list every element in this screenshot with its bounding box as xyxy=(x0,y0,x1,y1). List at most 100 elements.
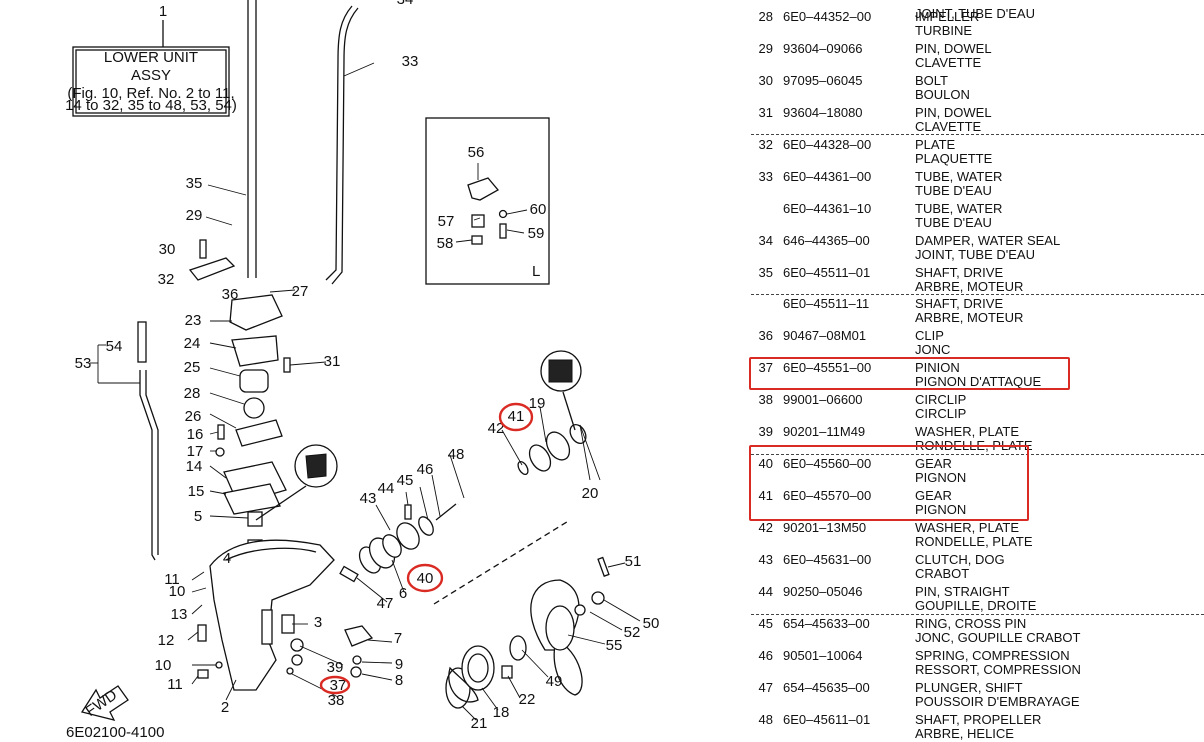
part-ref-number: 48 xyxy=(758,712,773,727)
callout-number: 26 xyxy=(185,408,202,425)
callout-number: 58 xyxy=(437,235,454,252)
part-description-en: PLUNGER, SHIFT xyxy=(915,680,1023,695)
part-number: 6E0–45511–01 xyxy=(783,265,871,280)
part-number: 6E0–45611–01 xyxy=(783,712,871,727)
part-ref-number: 38 xyxy=(758,392,773,407)
callout-number: 13 xyxy=(171,606,188,623)
callout-number: 50 xyxy=(643,615,660,632)
part-ref-number: 35 xyxy=(758,265,773,280)
part-description-fr: CLAVETTE xyxy=(915,55,982,70)
callout-number: 12 xyxy=(158,632,175,649)
part-number: 6E0–44352–00 xyxy=(783,9,872,24)
callout-number: 55 xyxy=(606,637,623,654)
callout-number: 16 xyxy=(187,426,204,443)
callout-number: 6 xyxy=(399,585,407,602)
callout-number: 11 xyxy=(167,676,183,693)
part-ref-number: 28 xyxy=(758,9,773,24)
part-number: 90467–08M01 xyxy=(783,328,867,343)
part-description-en: SHAFT, DRIVE xyxy=(915,265,1004,280)
drive-shaft xyxy=(247,0,257,278)
callout-number: 35 xyxy=(186,175,203,192)
callout-number: 28 xyxy=(184,385,201,402)
highlight-40 xyxy=(406,563,444,593)
part-description-fr: POUSSOIR D'EMBRAYAGE xyxy=(915,694,1080,709)
part-ref-number: 45 xyxy=(758,616,773,631)
part-description-fr: JONC, GOUPILLE CRABOT xyxy=(915,630,1081,645)
callout-number: 52 xyxy=(624,624,641,641)
callout-number: 5 xyxy=(194,508,202,525)
callout-number: 36 xyxy=(222,286,239,303)
stamp-line2: ASSY xyxy=(131,67,171,84)
part-description-en: TUBE, WATER xyxy=(915,169,1003,184)
part-ref-number: 43 xyxy=(758,552,773,567)
propeller-group xyxy=(433,519,610,709)
row-separator xyxy=(751,134,1204,135)
callout-number: 45 xyxy=(397,472,414,489)
callout-number: 20 xyxy=(582,485,599,502)
part-number: 6E0–45631–00 xyxy=(783,552,872,567)
part-description-fr: TURBINE xyxy=(915,23,973,38)
part-ref-number: 44 xyxy=(758,584,773,599)
callout-number: 1 xyxy=(159,3,167,20)
part-description-en: GEAR xyxy=(915,456,952,471)
callout-number: 33 xyxy=(402,53,419,70)
part-number: 93604–09066 xyxy=(783,41,863,56)
part-description-fr: PIGNON xyxy=(915,502,967,517)
callout-number: 39 xyxy=(327,659,344,676)
part-description-en: TUBE, WATER xyxy=(915,201,1003,216)
callout-number: 19 xyxy=(529,395,546,412)
callout-number: 11 xyxy=(164,571,180,588)
part-description-fr: TUBE D'EAU xyxy=(915,215,992,230)
callout-number: 21 xyxy=(471,715,488,732)
part-number: 654–45635–00 xyxy=(783,680,870,695)
callout-number: 23 xyxy=(185,312,202,329)
part-description-fr: GOUPILLE, DROITE xyxy=(915,598,1037,613)
part-number: 90201–13M50 xyxy=(783,520,867,535)
part-description-en: PLATE xyxy=(915,137,956,152)
callout-number: 46 xyxy=(417,461,434,478)
part-ref-number: 31 xyxy=(758,105,773,120)
part-ref-number: 46 xyxy=(758,648,773,663)
callout-number: 10 xyxy=(155,657,172,674)
row-separator xyxy=(751,294,1204,295)
part-number: 90501–10064 xyxy=(783,648,863,663)
callout-number: 3 xyxy=(314,614,322,631)
callout-numbers: 1343335293032362723242528261617141554111… xyxy=(75,0,660,732)
part-number: 90250–05046 xyxy=(783,584,863,599)
highlight-box-40-41 xyxy=(749,445,1029,521)
fwd-arrow: FWD xyxy=(80,685,129,721)
part-description-en: CLIP xyxy=(915,328,944,343)
propeller-shaft-assembly xyxy=(339,424,587,583)
part-number: 90201–11M49 xyxy=(783,424,866,439)
part-number: 646–44365–00 xyxy=(783,233,870,248)
callout-number: 24 xyxy=(184,335,201,352)
callout-number: 31 xyxy=(324,353,341,370)
part-number: 6E0–44361–10 xyxy=(783,201,872,216)
part-description-en: PIN, DOWEL xyxy=(915,105,992,120)
leader-lines xyxy=(90,62,641,721)
part-description-fr: JOINT, TUBE D'EAU xyxy=(915,6,1035,21)
callout-number: 59 xyxy=(528,225,545,242)
callout-number: 42 xyxy=(488,420,505,437)
callout-number: 7 xyxy=(394,630,402,647)
callout-number: 41 xyxy=(508,408,525,425)
part-ref-number: 41 xyxy=(758,488,773,503)
part-number: 93604–18080 xyxy=(783,105,863,120)
part-description-en: PINION xyxy=(915,360,960,375)
part-description-fr: PIGNON D'ATTAQUE xyxy=(915,374,1042,389)
part-description-en: DAMPER, WATER SEAL xyxy=(915,233,1061,248)
water-pump-parts xyxy=(188,239,291,559)
gear-case-housing xyxy=(197,539,374,691)
part-ref-number: 34 xyxy=(758,233,773,248)
highlight-37 xyxy=(319,675,351,695)
part-description-en: GEAR xyxy=(915,488,952,503)
stamp-line1: LOWER UNIT xyxy=(104,49,198,66)
part-number: 6E0–45511–11 xyxy=(783,296,870,311)
callout-number: 8 xyxy=(395,672,403,689)
part-ref-number: 36 xyxy=(758,328,773,343)
callout-number: 22 xyxy=(519,691,536,708)
part-description-en: CLUTCH, DOG xyxy=(915,552,1005,567)
callout-number: 44 xyxy=(378,480,395,497)
water-tube xyxy=(325,5,359,285)
inset-label: L xyxy=(532,263,540,280)
